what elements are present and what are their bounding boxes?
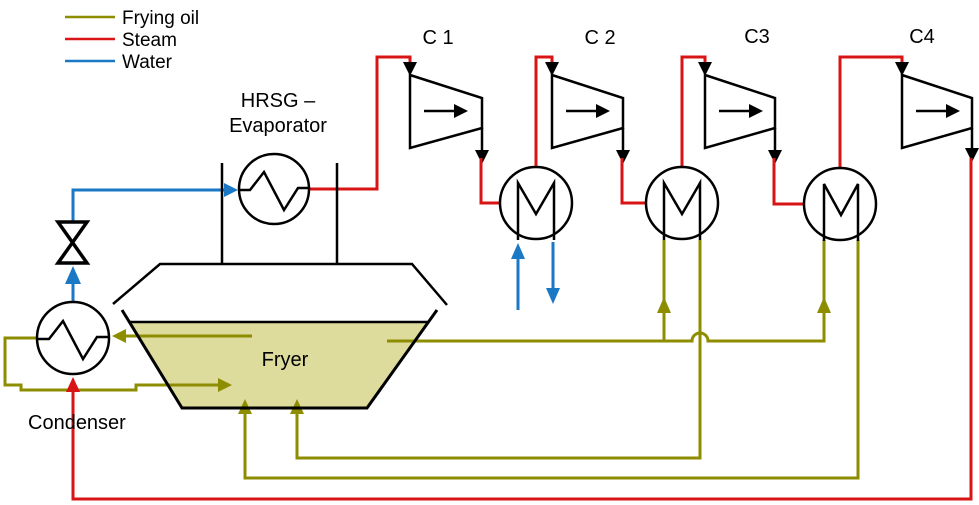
legend: Frying oil Steam Water — [65, 8, 199, 73]
intercooler-1 — [498, 165, 574, 241]
flow-arrow-right-icon — [946, 104, 960, 118]
water-arrow-up-icon — [511, 243, 525, 259]
water-arrow-up-icon — [65, 266, 81, 284]
exchanger-circle — [498, 165, 574, 241]
oil-arrow-up-icon — [657, 297, 671, 313]
hrsg-label-line2: Evaporator — [229, 115, 327, 137]
exchanger-m-coil-icon — [662, 178, 702, 240]
steam-pipe — [838, 55, 904, 168]
black-arrow-down-icon — [895, 62, 909, 76]
compressor-c2 — [550, 73, 625, 150]
expansion-valve — [54, 220, 91, 265]
water-arrow-down-icon — [546, 288, 560, 304]
black-arrow-down-icon — [965, 148, 979, 162]
oil-arrow-left-icon — [112, 329, 126, 343]
black-arrow-down-icon — [545, 62, 559, 76]
condenser-label: Condenser — [28, 412, 126, 434]
compressor-c4-label: C4 — [909, 26, 935, 48]
steam-pipe — [680, 55, 707, 167]
compressor-c1 — [408, 73, 484, 150]
compressor-c3 — [703, 73, 777, 150]
legend-label-water: Water — [122, 52, 173, 73]
flow-arrow-right-icon — [596, 104, 610, 118]
heat-exchanger-zigzag-icon — [239, 169, 309, 213]
exchanger-circle — [644, 165, 720, 241]
steam-pipe-heater2-to-c3 — [680, 55, 712, 167]
hrsg-label-line1: HRSG – — [241, 90, 316, 112]
steam-pipe-c3-to-heater3 — [768, 128, 804, 206]
steam-pipe — [534, 55, 554, 168]
steam-pipe-intercooler1-to-c2 — [534, 55, 559, 168]
black-arrow-down-icon — [698, 62, 712, 76]
exchanger-m-coil-icon — [822, 183, 860, 241]
oil-pipe — [243, 240, 860, 480]
labels: HRSG – Evaporator Fryer Condenser C 1 C … — [28, 26, 935, 434]
compressor-c3-label: C3 — [744, 26, 770, 48]
oil-pipe-condenser-to-fryer — [3, 336, 232, 392]
oil-heater-3 — [802, 166, 878, 242]
legend-label-frying-oil: Frying oil — [122, 8, 199, 29]
steam-pipe — [71, 158, 973, 501]
fryer-vessel-outline — [120, 309, 439, 410]
water-pipe — [71, 188, 232, 222]
flow-arrow-right-icon — [749, 104, 763, 118]
compressor-c4 — [900, 73, 974, 150]
steam-arrow-up-icon — [66, 377, 80, 392]
steam-pipe-hrsg-to-c1 — [310, 55, 417, 191]
compressor-c2-label: C 2 — [584, 27, 615, 49]
black-arrow-down-icon — [616, 150, 630, 164]
exchanger-circle — [802, 166, 878, 242]
fryer-hood-outline — [112, 262, 448, 306]
water-pipe-valve-to-hrsg — [71, 183, 238, 222]
black-arrow-down-icon — [475, 150, 489, 164]
compressor-c1-label: C 1 — [422, 27, 453, 49]
flow-arrow-right-icon — [454, 104, 468, 118]
steam-pipe — [310, 55, 412, 191]
oil-arrow-up-icon — [817, 297, 831, 313]
steam-pipe-c4-to-condenser — [66, 128, 979, 501]
fryer — [112, 163, 448, 410]
exchanger-m-coil-icon — [516, 178, 556, 240]
legend-label-steam: Steam — [122, 30, 177, 51]
heat-exchanger-zigzag-icon — [38, 318, 109, 362]
water-cooling-intercooler1 — [511, 242, 560, 310]
oil-pipe — [295, 240, 702, 460]
oil-pipe — [3, 336, 221, 392]
steam-pipe — [620, 158, 646, 205]
water-arrow-right-icon — [224, 183, 238, 197]
steam-pipe-c1-to-intercooler1 — [475, 128, 500, 205]
oil-arrow-right-icon — [218, 378, 232, 392]
hrsg-evaporator — [237, 152, 311, 226]
black-arrow-down-icon — [403, 62, 417, 76]
steam-pipe-c2-to-heater2 — [616, 128, 646, 205]
steam-pipe — [479, 158, 500, 205]
valve-icon — [54, 220, 91, 265]
black-arrow-down-icon — [768, 150, 782, 164]
steam-pipe-heater3-to-c4 — [838, 55, 909, 168]
steam-pipe — [772, 158, 804, 206]
fryer-label: Fryer — [262, 349, 309, 371]
water-pipe-condenser-to-valve — [65, 266, 81, 303]
oil-heater-2 — [644, 165, 720, 241]
condenser — [35, 300, 111, 376]
oil-pipe-fryer-to-condenser — [112, 329, 252, 343]
